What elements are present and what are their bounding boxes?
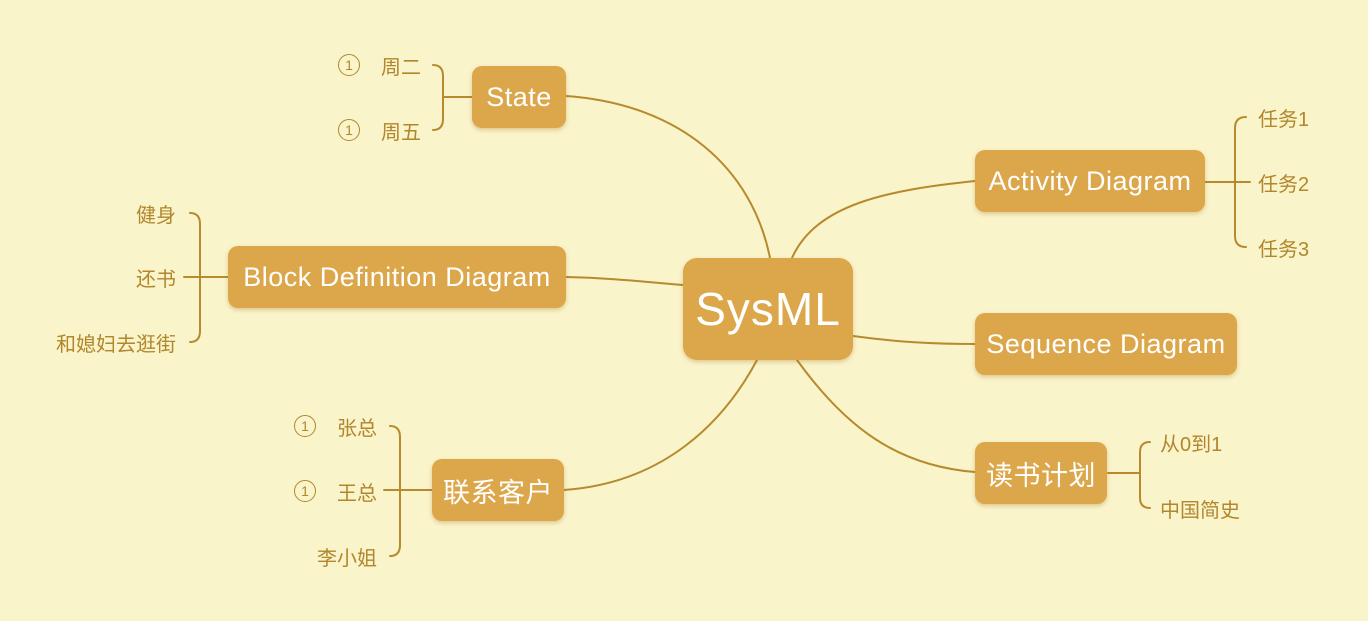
curve-sequence — [852, 335, 976, 345]
bracket-activity — [1234, 116, 1247, 248]
priority-1-badge-icon[interactable]: 1 — [338, 119, 360, 141]
curve-bdd — [565, 276, 684, 286]
bracket-reading — [1139, 441, 1151, 509]
child-topic-renwu2[interactable]: 任务2 — [1258, 169, 1310, 196]
bracket-contact — [389, 425, 401, 557]
bracket-bdd — [189, 212, 201, 343]
child-topic-guangjie[interactable]: 和媳妇去逛街 — [56, 329, 176, 356]
curve-contact — [563, 359, 758, 491]
curve-activity — [791, 180, 976, 259]
child-topic-label: 周二 — [381, 56, 421, 79]
child-topic-wangzong[interactable]: 1 王总 — [294, 478, 377, 505]
child-topic-label: 从0到1 — [1160, 433, 1223, 456]
bracket-state — [432, 64, 444, 131]
child-topic-label: 王总 — [337, 482, 377, 505]
child-topic-zhangzong[interactable]: 1 张总 — [294, 413, 377, 440]
priority-1-badge-icon[interactable]: 1 — [294, 480, 316, 502]
node-state[interactable]: State — [472, 66, 566, 128]
child-topic-huanshu[interactable]: 还书 — [136, 264, 176, 291]
node-reading-plan[interactable]: 读书计划 — [975, 442, 1107, 504]
child-topic-label: 张总 — [337, 417, 377, 440]
child-topic-label: 和媳妇去逛街 — [56, 333, 176, 356]
child-topic-cong0dao1[interactable]: 从0到1 — [1160, 429, 1223, 456]
node-block-definition-diagram[interactable]: Block Definition Diagram — [228, 246, 566, 308]
node-sysml[interactable]: SysML — [683, 258, 853, 360]
priority-1-badge-icon[interactable]: 1 — [338, 54, 360, 76]
child-topic-label: 周五 — [381, 121, 421, 144]
curve-state — [565, 95, 771, 259]
child-topic-lixiaojie[interactable]: 李小姐 — [317, 543, 377, 570]
child-topic-label: 任务2 — [1258, 173, 1310, 196]
child-topic-label: 健身 — [136, 204, 176, 227]
child-topic-zhouer[interactable]: 1 周二 — [338, 52, 421, 79]
node-activity-diagram[interactable]: Activity Diagram — [975, 150, 1205, 212]
child-topic-zhongguojianshi[interactable]: 中国简史 — [1160, 495, 1240, 522]
child-topic-label: 李小姐 — [317, 547, 377, 570]
priority-1-badge-icon[interactable]: 1 — [294, 415, 316, 437]
node-contact-customers[interactable]: 联系客户 — [432, 459, 564, 521]
child-topic-label: 任务3 — [1258, 238, 1310, 261]
child-topic-renwu1[interactable]: 任务1 — [1258, 104, 1310, 131]
child-topic-jianshen[interactable]: 健身 — [136, 200, 176, 227]
child-topic-label: 中国简史 — [1160, 499, 1240, 522]
child-topic-zhouwu[interactable]: 1 周五 — [338, 117, 421, 144]
child-topic-label: 任务1 — [1258, 108, 1310, 131]
node-sequence-diagram[interactable]: Sequence Diagram — [975, 313, 1237, 375]
curve-reading — [796, 359, 976, 473]
child-topic-renwu3[interactable]: 任务3 — [1258, 234, 1310, 261]
child-topic-label: 还书 — [136, 268, 176, 291]
